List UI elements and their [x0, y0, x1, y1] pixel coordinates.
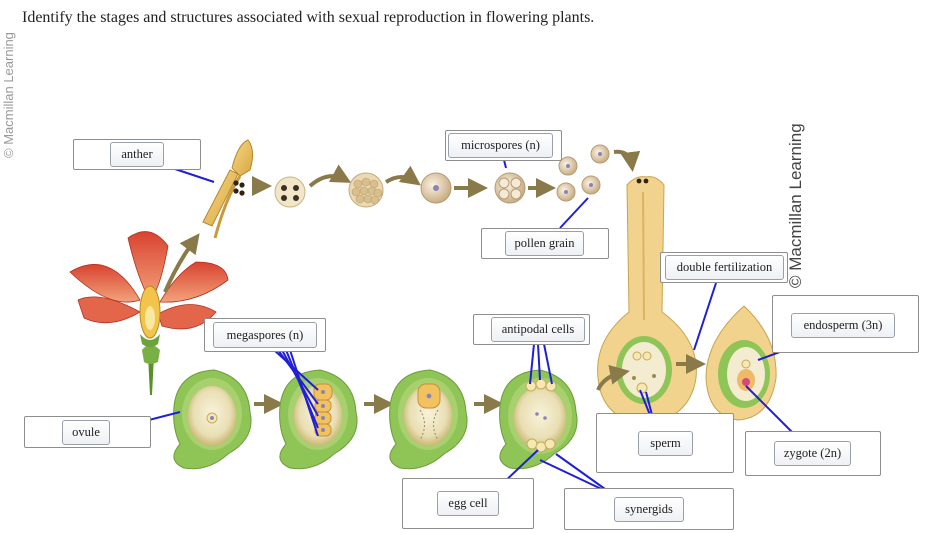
ovule-illustration — [173, 369, 252, 470]
question-prompt: Identify the stages and structures assoc… — [22, 9, 595, 26]
label-megaspores[interactable]: megaspores (n) — [213, 322, 317, 348]
label-antipodal-cells[interactable]: antipodal cells — [491, 317, 585, 342]
label-egg-cell[interactable]: egg cell — [437, 491, 499, 516]
label-anther[interactable]: anther — [110, 142, 164, 167]
developing-ovule — [389, 369, 468, 470]
anther-illustration — [202, 139, 254, 239]
label-sperm[interactable]: sperm — [638, 431, 693, 456]
label-zygote[interactable]: zygote (2n) — [774, 441, 851, 466]
watermark-right: © Macmillan Learning — [786, 123, 805, 288]
microspore-sequence — [252, 144, 641, 208]
label-double-fertilization[interactable]: double fertilization — [665, 255, 784, 280]
flower-illustration — [69, 231, 229, 395]
label-microspores[interactable]: microspores (n) — [448, 133, 553, 158]
label-synergids[interactable]: synergids — [614, 497, 684, 522]
label-ovule[interactable]: ovule — [62, 420, 110, 445]
label-endosperm[interactable]: endosperm (3n) — [791, 313, 895, 338]
label-pollen-grain[interactable]: pollen grain — [505, 231, 584, 256]
leader-lines — [109, 159, 819, 495]
megaspore-ovule — [279, 369, 358, 470]
embryo-sac-ovule — [499, 369, 578, 470]
fertilized-ovule — [705, 305, 777, 421]
pollen-tube-ovule — [597, 176, 697, 425]
